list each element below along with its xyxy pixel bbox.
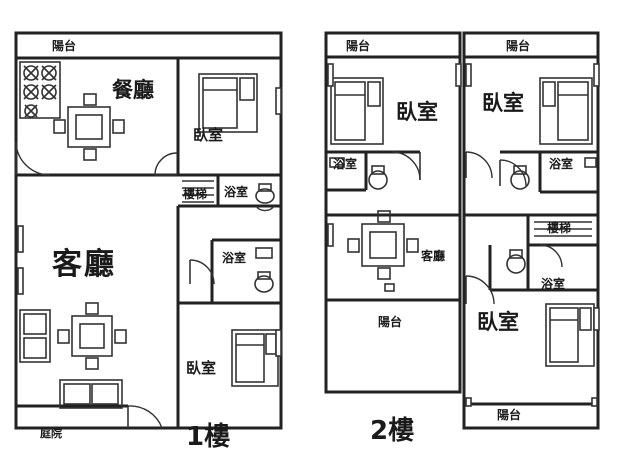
label-floor1-bath-top: 浴室 <box>224 185 249 199</box>
label-floor2-balcony-bottom: 陽台 <box>497 408 522 422</box>
label-floor2-balcony-right: 陽台 <box>506 39 531 53</box>
label-floor1-bath-mid: 浴室 <box>222 251 247 265</box>
label-floor1-balcony-top: 陽台 <box>52 39 77 53</box>
label-floor1-stairs: 樓梯 <box>183 187 208 201</box>
floor1-outline <box>14 31 283 430</box>
label-floor2-bath-left: 浴室 <box>333 157 358 171</box>
label-floor2-bedroom-left: 臥室 <box>396 100 438 124</box>
floor2-upper-left-block <box>324 31 462 217</box>
label-floor2-bedroom-right: 臥室 <box>482 91 524 115</box>
label-floor1-courtyard: 庭院 <box>40 427 62 440</box>
floor2-living-block <box>324 213 462 394</box>
label-floor1-living: 客廳 <box>52 247 116 282</box>
label-floor1-dining: 餐廳 <box>112 78 154 102</box>
label-floor2-bath-lower-right: 浴室 <box>541 277 566 291</box>
label-floor2-balcony-mid: 陽台 <box>378 315 403 329</box>
label-floor2-bedroom-lower: 臥室 <box>477 310 519 334</box>
label-floor1-title: 1樓 <box>186 422 231 452</box>
label-floor2-title: 2樓 <box>370 416 415 446</box>
label-floor1-bedroom-top: 臥室 <box>193 126 224 144</box>
label-floor1-bedroom-bottom: 臥室 <box>186 359 217 377</box>
floor2-upper-right-block <box>462 31 600 217</box>
label-floor2-living: 客廳 <box>421 249 446 263</box>
label-floor2-balcony-left: 陽台 <box>346 39 371 53</box>
label-floor2-bath-right: 浴室 <box>549 157 574 171</box>
label-floor2-stairs: 樓梯 <box>547 221 572 235</box>
